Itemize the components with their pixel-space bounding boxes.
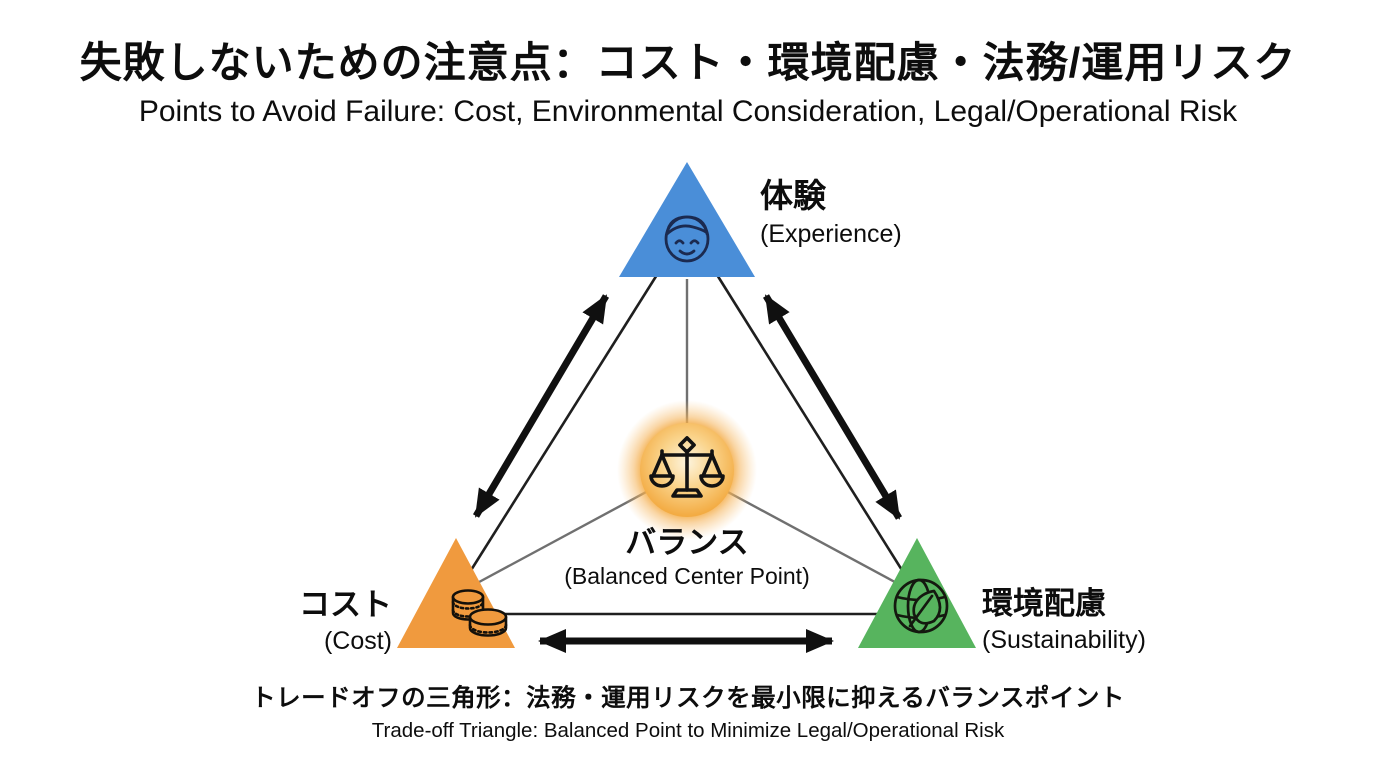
sustainability-label-ja: 環境配慮: [982, 586, 1106, 621]
coin-stack-back: [451, 589, 485, 621]
sustainability-triangle: [858, 538, 976, 648]
slide-footer: トレードオフの三角形：法務・運用リスクを最小限に抑えるバランスポイント Trad…: [0, 679, 1376, 743]
experience-label-en: (Experience): [760, 219, 902, 248]
cost-label: コスト (Cost): [299, 586, 392, 656]
experience-triangle: [619, 162, 755, 277]
balance-label-ja: バランス: [625, 525, 749, 560]
page-subtitle: Points to Avoid Failure: Cost, Environme…: [138, 95, 1238, 129]
cost-label-en: (Cost): [323, 627, 392, 656]
tradeoff-arrows: [472, 294, 903, 653]
balance-scale-icon: [649, 436, 725, 498]
person-face-icon: [664, 215, 710, 263]
globe-leaf-icon: [893, 578, 949, 634]
experience-label: 体験 (Experience): [760, 176, 902, 249]
coin-stack-front: [468, 608, 508, 637]
slide-header: 失敗しないための注意点：コスト・環境配慮・法務/運用リスク Points to …: [0, 39, 1376, 129]
balance-label: バランス (Balanced Center Point): [564, 524, 809, 591]
sustainability-label: 環境配慮 (Sustainability): [982, 585, 1146, 655]
sustainability-label-en: (Sustainability): [982, 626, 1146, 655]
arrow-experience-cost: [472, 294, 610, 518]
page-title: 失敗しないための注意点：コスト・環境配慮・法務/運用リスク: [79, 39, 1297, 86]
experience-label-ja: 体験: [760, 177, 826, 214]
coins-icon: [451, 589, 508, 637]
footer-caption-en: Trade-off Triangle: Balanced Point to Mi…: [371, 719, 1005, 742]
footer-caption-ja: トレードオフの三角形：法務・運用リスクを最小限に抑えるバランスポイント: [251, 685, 1125, 712]
arrow-experience-sustainability: [762, 294, 903, 520]
balance-label-en: (Balanced Center Point): [564, 563, 810, 590]
cost-label-ja: コスト: [299, 587, 392, 622]
